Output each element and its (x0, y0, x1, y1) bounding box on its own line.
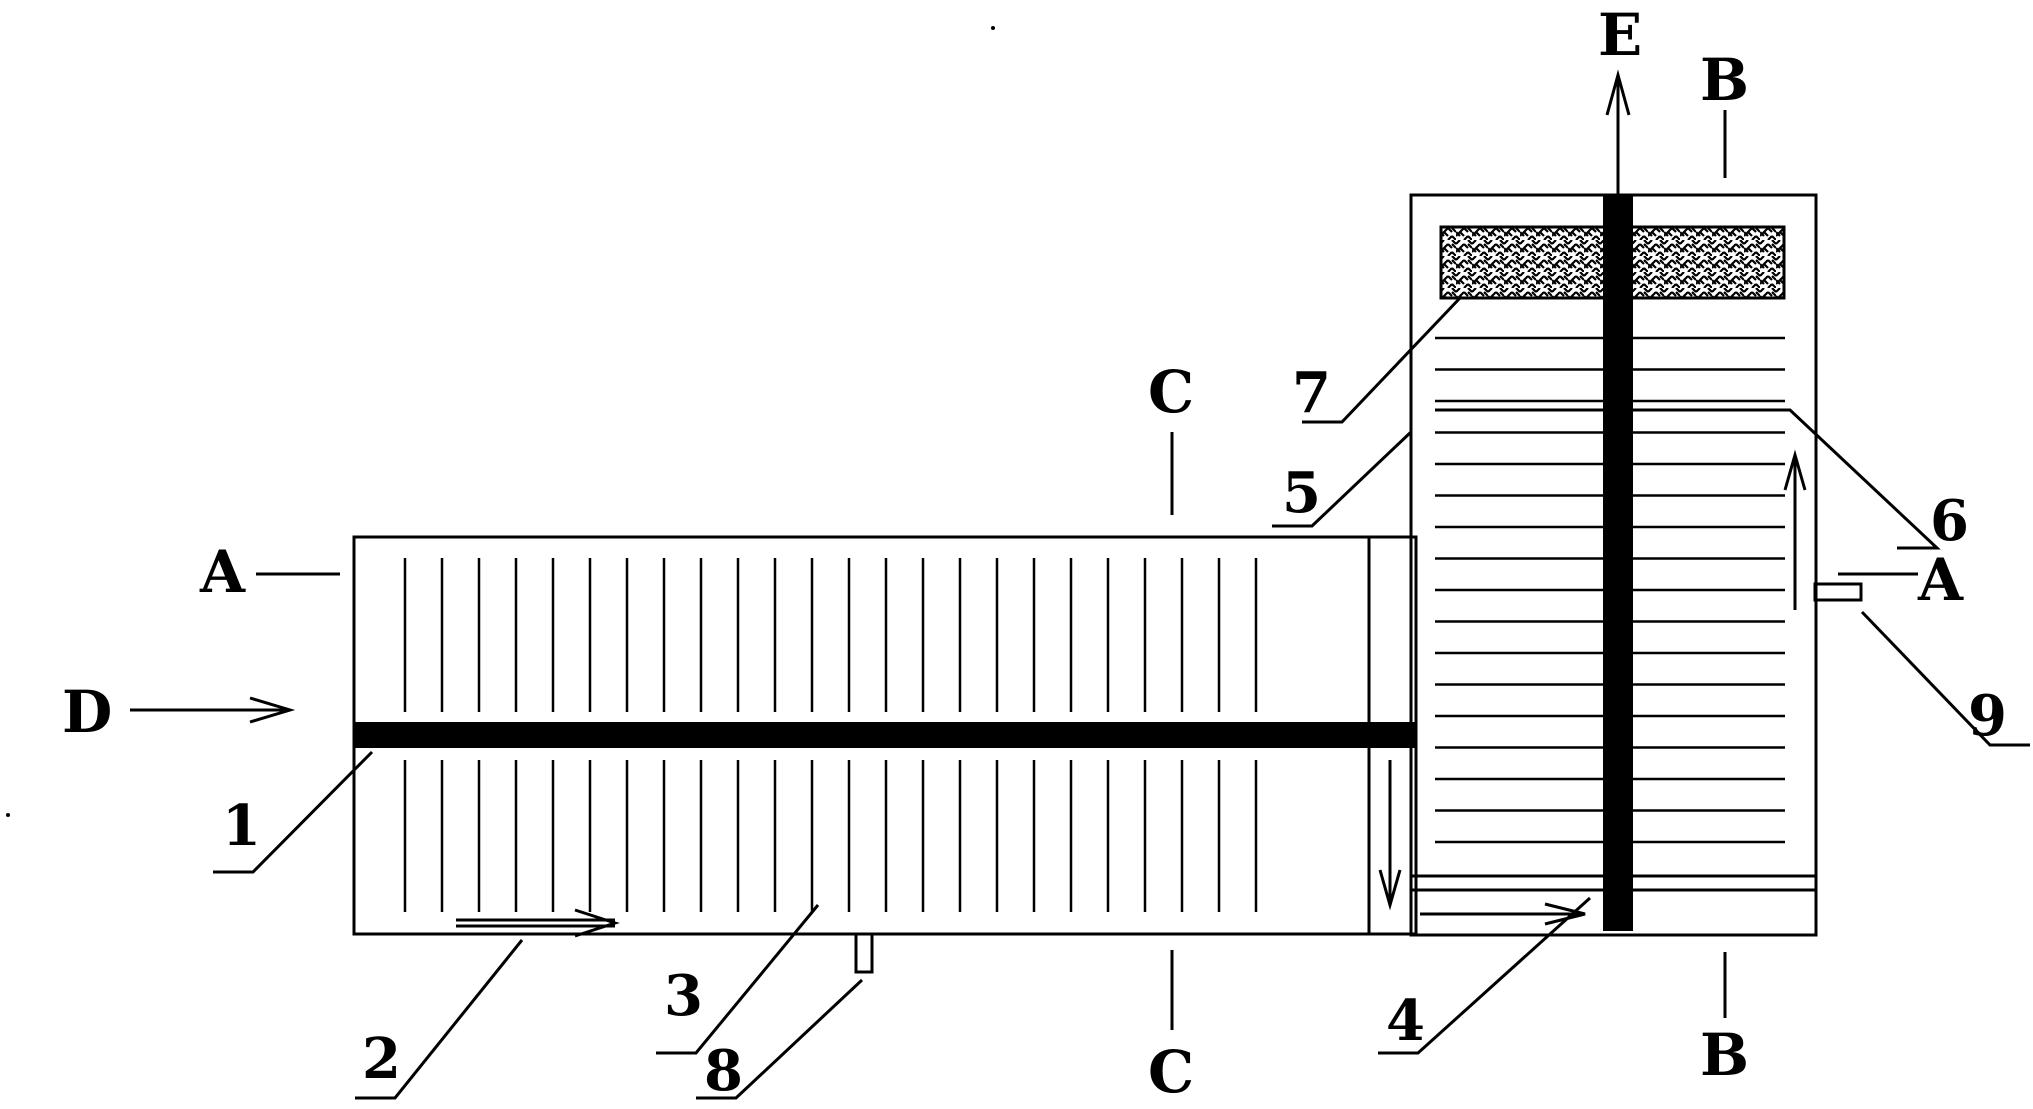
stray-dot (6, 813, 10, 817)
part-number-5: 5 (1282, 460, 1321, 526)
vertical-blades (1435, 336, 1785, 844)
part-number-8: 8 (704, 1038, 743, 1104)
vertical-tank (1409, 193, 1863, 937)
part-number-7: 7 (1292, 360, 1331, 426)
section-label-a-right: A (1917, 546, 1964, 614)
drain-nozzle (854, 932, 874, 974)
part-number-1: 1 (222, 793, 261, 859)
part-number-3: 3 (664, 963, 703, 1029)
part-number-6: 6 (1930, 488, 1969, 554)
inlet-label-d: D (62, 678, 112, 746)
horizontal-blades (403, 558, 1258, 912)
vertical-shaft (1603, 195, 1633, 931)
section-marks (256, 110, 1918, 1030)
section-label-a-left: A (199, 538, 246, 606)
section-label-c-top: C (1148, 358, 1194, 426)
outlet-nozzle (1813, 582, 1863, 602)
section-label-c-bottom: C (1148, 1038, 1194, 1106)
part-number-4: 4 (1386, 988, 1425, 1054)
horizontal-tank (352, 535, 1418, 936)
part-number-9: 9 (1968, 683, 2007, 749)
section-label-b-top: B (1700, 46, 1749, 114)
part-number-2: 2 (362, 1026, 401, 1092)
horizontal-shaft (354, 722, 1416, 748)
section-label-b-bottom: B (1700, 1021, 1749, 1089)
leader-lines (213, 296, 2030, 1100)
flow-arrows (130, 69, 1807, 938)
stray-dot (991, 26, 995, 30)
outlet-label-e: E (1598, 1, 1642, 69)
